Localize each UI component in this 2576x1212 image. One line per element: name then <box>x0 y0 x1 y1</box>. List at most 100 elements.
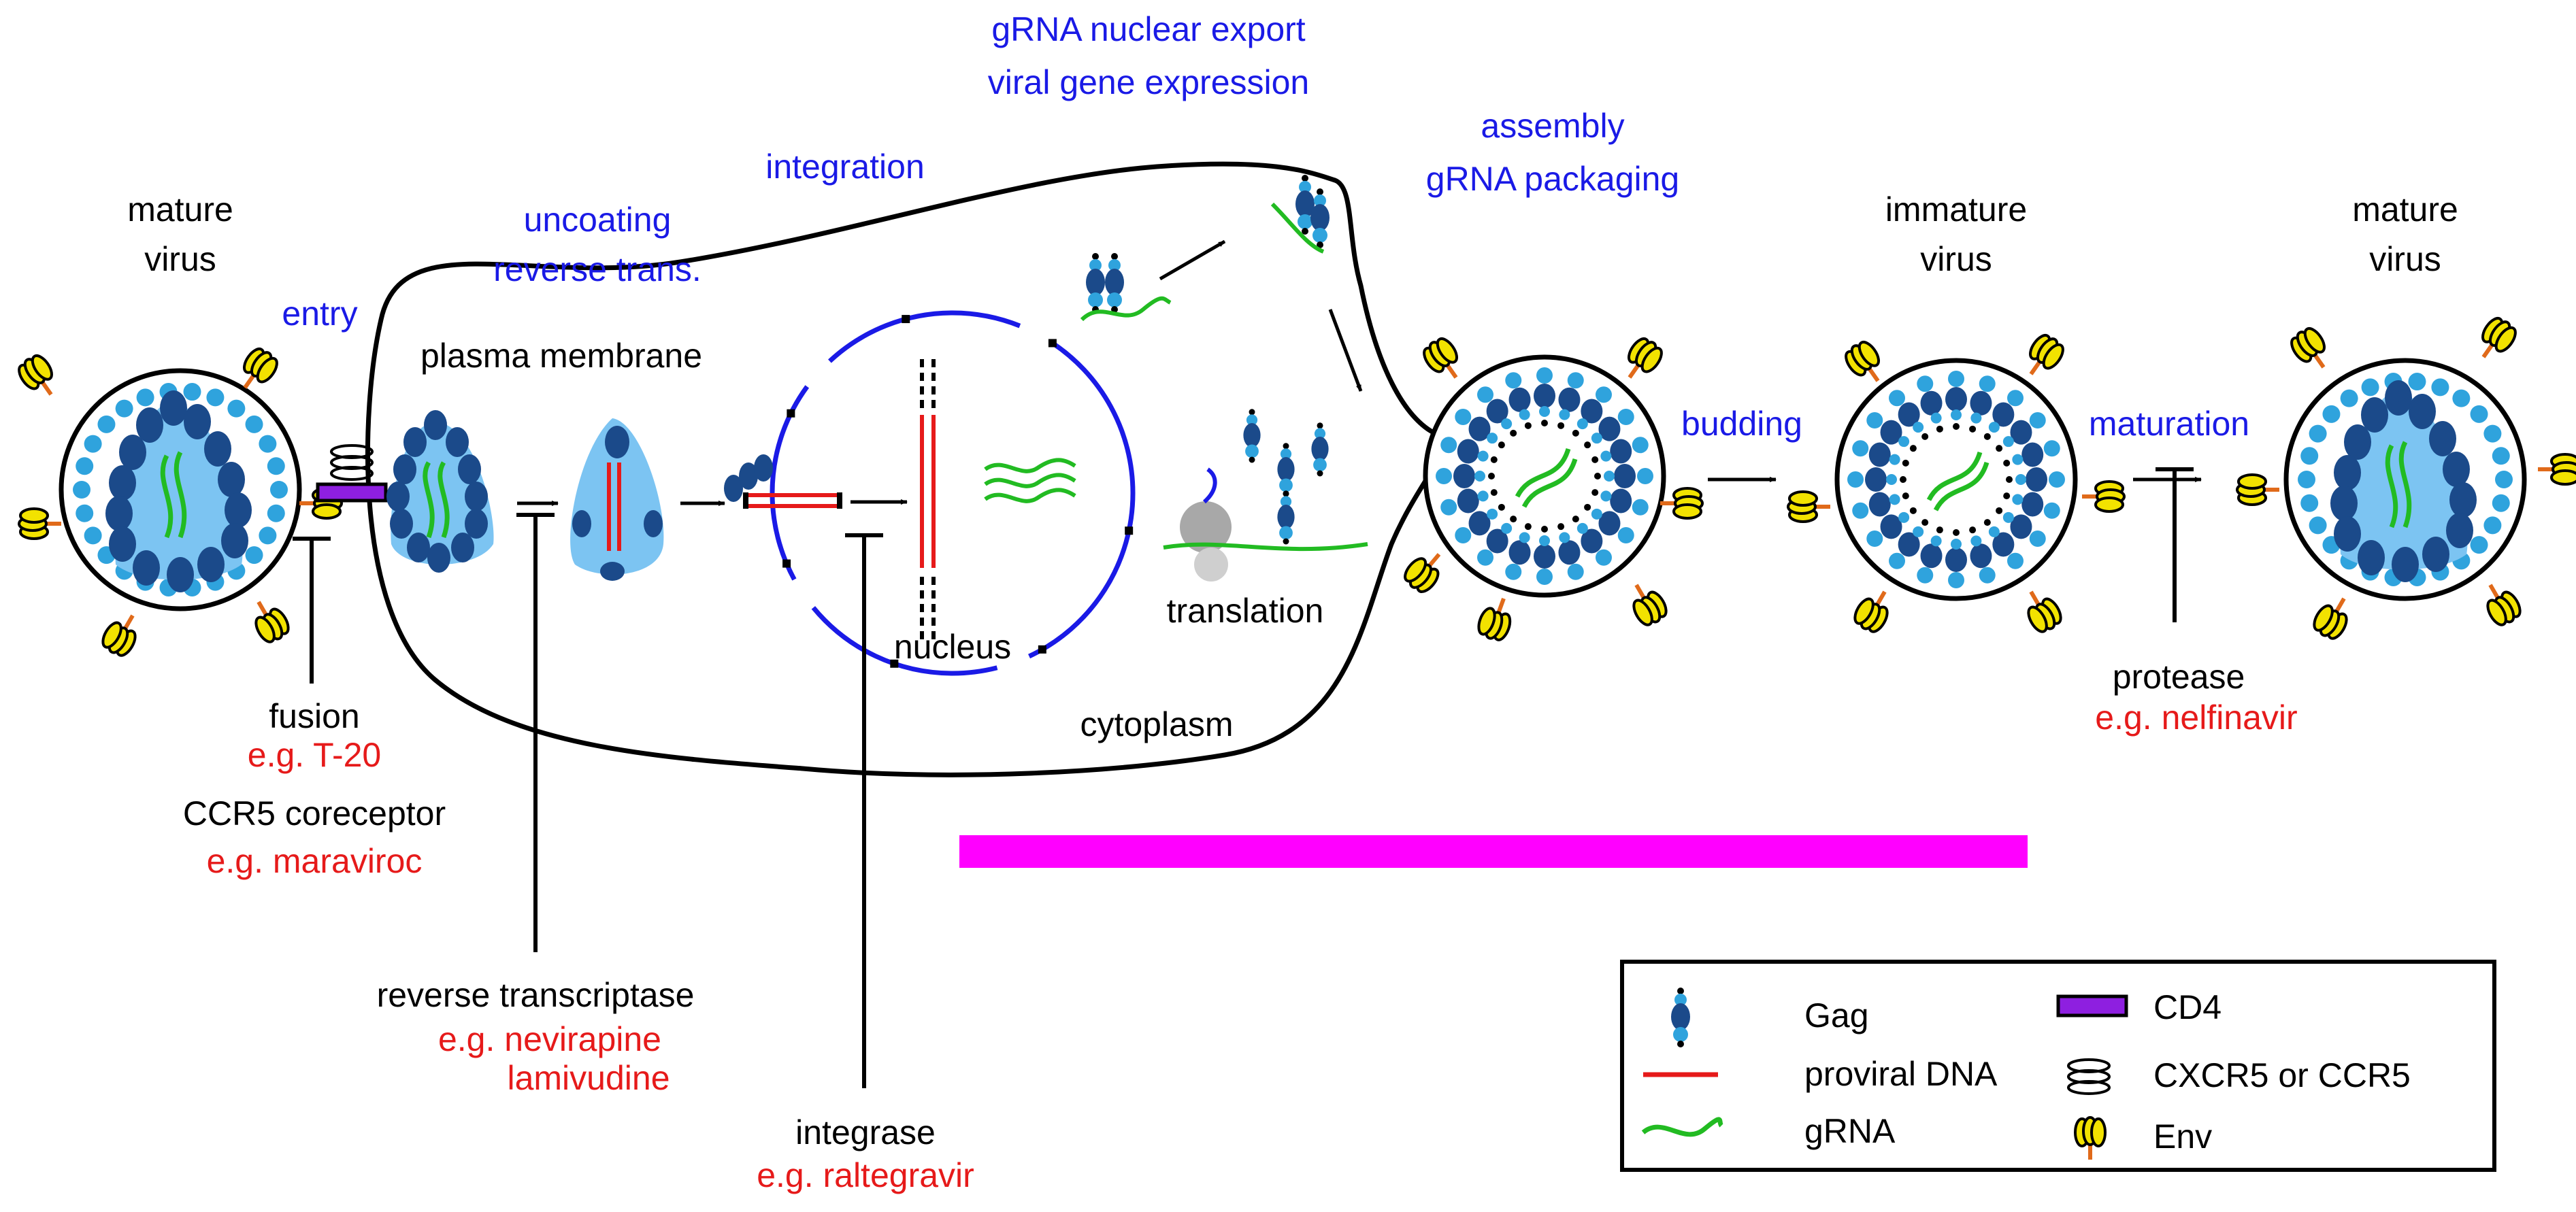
env-stalk <box>123 614 135 630</box>
capsid-protein <box>133 550 160 586</box>
gag-ma <box>1313 458 1327 472</box>
matrix-dot <box>97 415 116 433</box>
capsid-protein <box>2443 452 2470 487</box>
gag-p6 <box>1541 526 1548 533</box>
capsid-protein <box>386 482 410 511</box>
pic-end-r <box>837 492 842 509</box>
virus-grna <box>1926 451 1983 501</box>
capsid-protein <box>221 523 248 558</box>
stage-uncoating-1: uncoating <box>524 201 672 239</box>
env-lobe <box>1477 607 1496 636</box>
matrix-dot <box>84 435 102 453</box>
gag-tip <box>1283 538 1289 545</box>
legend-receptor-coil-3 <box>2067 1080 2111 1095</box>
label-plasma-membrane: plasma membrane <box>420 337 702 375</box>
capsid-protein <box>105 496 133 531</box>
label-mature-virus-left-2: virus <box>144 240 216 278</box>
stage-maturation: maturation <box>2089 405 2249 443</box>
gag-ma <box>1673 1027 1688 1042</box>
nuclear-pore <box>782 559 791 568</box>
mature-virus-right <box>2236 316 2576 640</box>
capsid-protein <box>427 543 450 573</box>
gag-ca <box>1945 387 1967 411</box>
legend-gag-icon <box>1671 988 1690 1047</box>
capsid-side-r <box>644 510 663 537</box>
env-stalk <box>257 601 268 616</box>
legend-receptor-label: CXCR5 or CCR5 <box>2153 1056 2411 1094</box>
capsid-protein <box>2361 397 2388 433</box>
inhibitor-coreceptor-drug: e.g. maraviroc <box>207 842 423 880</box>
capsid-protein <box>184 404 211 439</box>
arrow-cyto-to-assembly <box>1159 239 1226 281</box>
gag-ca <box>1868 492 1891 517</box>
matrix-dot <box>227 399 246 418</box>
gag-nc <box>1487 433 1498 444</box>
gag-ca <box>1508 540 1531 565</box>
gag-tip <box>1249 456 1255 463</box>
gag-ma <box>1632 437 1649 454</box>
gag-ca <box>1457 488 1479 514</box>
gag-ca <box>1086 269 1105 296</box>
assembly-grna <box>1270 202 1325 254</box>
env-spike <box>1632 584 1668 626</box>
gag-nc <box>1913 526 1924 537</box>
gag-ca <box>1898 402 1920 427</box>
gag-p6 <box>1969 425 1977 433</box>
gag-p6 <box>1572 516 1579 523</box>
gag-nc <box>1487 508 1498 520</box>
gag-nc <box>1519 409 1530 420</box>
gag-p6 <box>1302 175 1308 182</box>
gag-ma <box>2043 440 2060 457</box>
gag-p6 <box>1111 253 1118 260</box>
env-spike <box>2486 584 2522 626</box>
gag-p6 <box>1092 253 1099 260</box>
legend-cd4-icon <box>2056 994 2128 1017</box>
matrix-dot <box>84 526 102 545</box>
gag-nc <box>1474 471 1485 482</box>
pic-piece-2 <box>739 462 758 490</box>
gag-ma <box>1595 549 1612 566</box>
env-spike <box>1660 487 1704 520</box>
gag-ma <box>1455 409 1472 426</box>
gag-ma <box>1567 372 1584 389</box>
gag-p6 <box>1902 492 1909 500</box>
gag-p6 <box>1490 489 1498 496</box>
gag-ma <box>1440 437 1457 454</box>
env-stalk <box>2313 354 2326 369</box>
gag-p6 <box>1594 473 1601 479</box>
env-lobe <box>2303 326 2326 354</box>
nuclear-pore <box>787 409 795 418</box>
text-labels: mature virus entry uncoating reverse tra… <box>127 10 2458 1194</box>
gag-nc <box>1089 259 1102 271</box>
capsid-protein <box>109 526 136 562</box>
gag-nc <box>1501 418 1513 430</box>
env-spike <box>254 601 290 643</box>
gag-nc <box>1559 532 1570 543</box>
flow-arrows <box>517 239 2202 506</box>
capsid-bottom <box>600 562 625 581</box>
assembly-gag <box>1295 175 1315 235</box>
capsid-protein <box>465 482 488 511</box>
coreceptor-coil-3 <box>330 466 374 481</box>
gag-ca <box>1508 387 1531 412</box>
capsid-protein <box>109 465 136 501</box>
cd4-receptor <box>316 482 388 503</box>
inhibitor-integrase: integrase <box>795 1113 936 1151</box>
gag-tip <box>1677 1041 1684 1047</box>
env-lobe <box>254 616 276 643</box>
gag-nc <box>2002 436 2014 448</box>
gag-ca <box>1468 511 1491 536</box>
env-stalk <box>2334 597 2346 613</box>
gag-p6 <box>1557 422 1565 429</box>
gag-p6 <box>1557 523 1565 531</box>
gag-ca <box>1486 399 1508 424</box>
gag-ca <box>1614 464 1636 488</box>
env-lobe <box>101 621 122 649</box>
label-mature-virus-left-1: mature <box>127 190 233 229</box>
capsid-protein <box>2385 380 2412 416</box>
env-lobe <box>256 356 278 384</box>
gag-tip <box>1317 241 1323 248</box>
preintegration-complex <box>724 454 842 509</box>
